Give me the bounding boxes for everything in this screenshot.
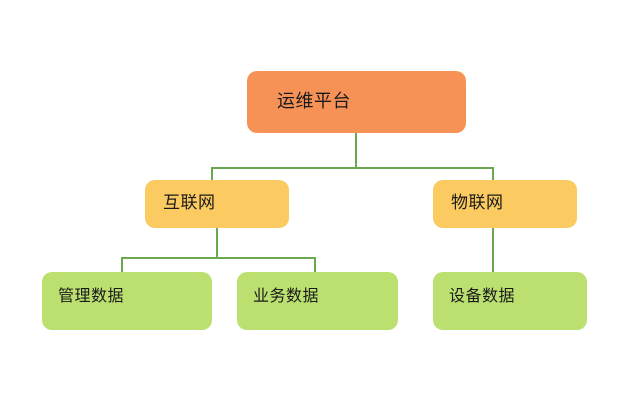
node-label-device-data: 设备数据 [449, 288, 516, 305]
edge-internet-to-biz-data [216, 228, 316, 272]
node-label-management-data: 管理数据 [58, 288, 125, 305]
node-internet[interactable]: 互联网 [145, 180, 289, 228]
node-management-data[interactable]: 管理数据 [42, 272, 212, 330]
node-iot[interactable]: 物联网 [433, 180, 577, 228]
edge-internet-to-mgmt-data [121, 228, 218, 272]
node-label-iot: 物联网 [451, 193, 504, 212]
node-business-data[interactable]: 业务数据 [237, 272, 398, 330]
node-label-internet: 互联网 [163, 193, 216, 212]
node-device-data[interactable]: 设备数据 [433, 272, 587, 330]
node-label-root: 运维平台 [277, 91, 351, 111]
edge-root-to-iot [355, 133, 494, 180]
node-root-ops-platform[interactable]: 运维平台 [247, 71, 466, 133]
edge-root-to-internet [211, 133, 357, 180]
node-label-business-data: 业务数据 [253, 288, 320, 305]
